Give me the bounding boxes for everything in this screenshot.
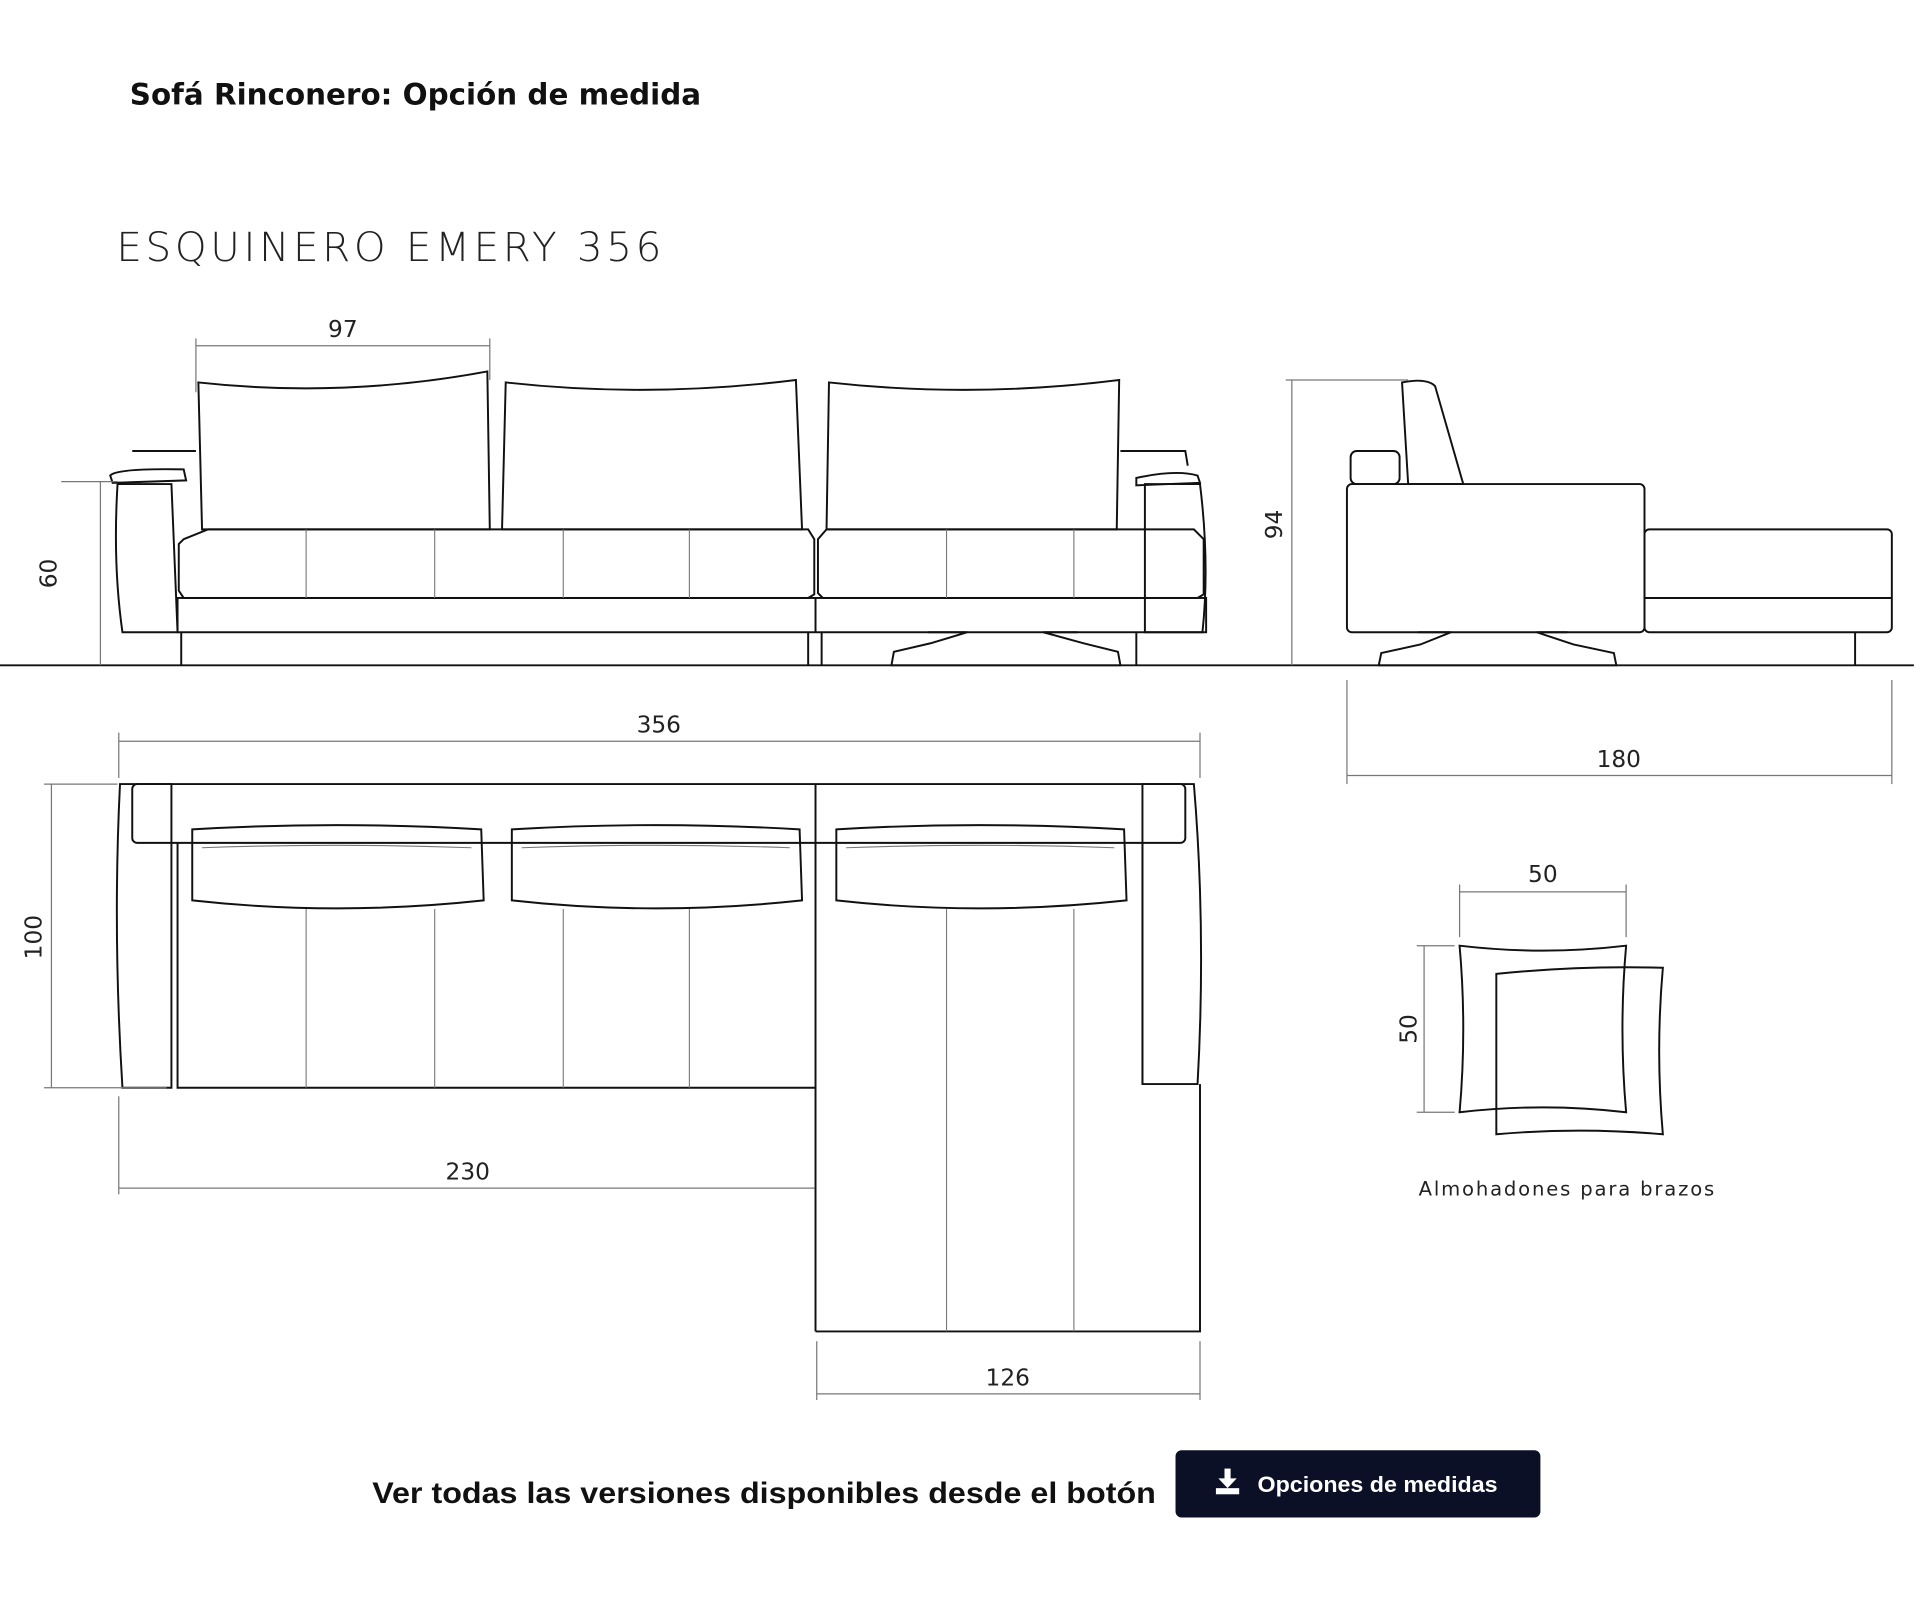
total-height-label: 94 xyxy=(1261,510,1288,540)
download-icon xyxy=(1215,1468,1240,1495)
arm-pillow-drawing: 50 50 Almohadones para brazos xyxy=(1396,861,1716,1201)
page-heading: Sofá Rinconero: Opción de medida xyxy=(130,77,701,111)
total-width-label: 356 xyxy=(637,712,681,739)
front-view-drawing: 60 97 xyxy=(0,316,1914,667)
sofa-section-width-label: 230 xyxy=(446,1159,490,1186)
arm-pillow-caption: Almohadones para brazos xyxy=(1419,1178,1716,1201)
chaise-length-label: 180 xyxy=(1597,746,1641,773)
cta-text: Ver todas las versiones disponibles desd… xyxy=(372,1477,1156,1510)
chaise-width-label: 126 xyxy=(986,1364,1030,1391)
arm-pillow-width-label: 50 xyxy=(1528,861,1558,888)
size-options-button-label: Opciones de medidas xyxy=(1258,1472,1498,1497)
seat-height-label: 60 xyxy=(35,559,62,589)
model-name: ESQUINERO EMERY 356 xyxy=(116,223,665,271)
size-options-button[interactable]: Opciones de medidas xyxy=(1175,1450,1541,1518)
depth-label: 100 xyxy=(21,915,48,959)
back-cushion-width-label: 97 xyxy=(328,316,358,343)
side-view-drawing: 94 180 xyxy=(1261,379,1893,785)
plan-view-drawing: 356 100 230 126 xyxy=(21,712,1203,1401)
arm-pillow-height-label: 50 xyxy=(1396,1014,1423,1044)
